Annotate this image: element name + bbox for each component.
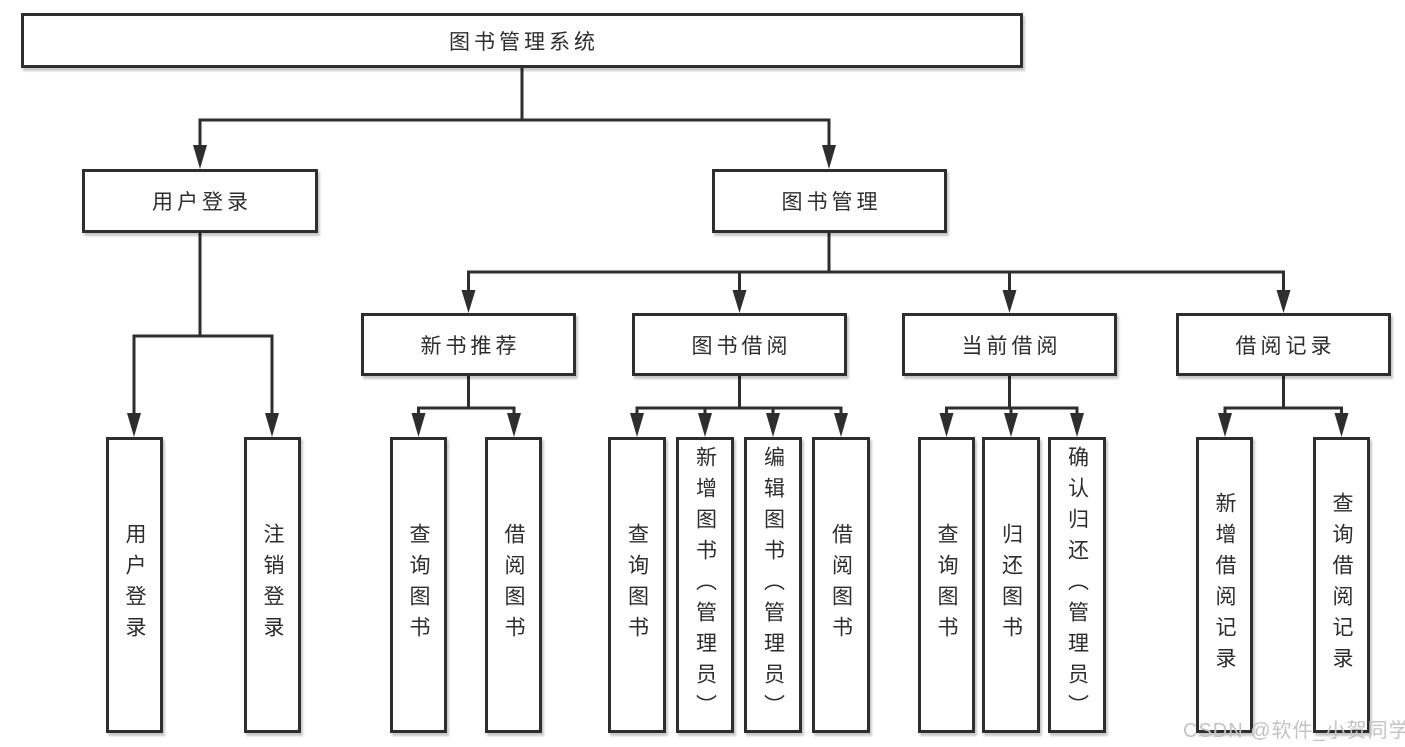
leaf-query-borrow-record: 查询借阅记录 xyxy=(1313,437,1370,733)
node-label: 新增图书（管理员） xyxy=(693,445,717,725)
node-label: 确认归还（管理员） xyxy=(1065,445,1089,725)
leaf-user-login: 用户登录 xyxy=(106,437,163,733)
node-label: 用户登录 xyxy=(152,191,252,214)
node-label: 新增借阅记录 xyxy=(1213,492,1236,678)
node-book-borrowing: 图书借阅 xyxy=(632,313,847,376)
node-label: 图书管理系统 xyxy=(449,30,599,54)
node-user-login: 用户登录 xyxy=(82,169,318,233)
node-label: 用户登录 xyxy=(123,523,146,647)
node-library-management-system: 图书管理系统 xyxy=(21,13,1023,68)
arrowheads xyxy=(127,145,1349,437)
node-label: 查询借阅记录 xyxy=(1330,492,1353,678)
node-label: 编辑图书（管理员） xyxy=(761,445,785,725)
node-label: 查询图书 xyxy=(625,523,649,647)
leaf-logout: 注销登录 xyxy=(244,437,301,733)
leaf-return-books: 归还图书 xyxy=(982,437,1040,733)
leaf-borrow-books: 借阅图书 xyxy=(812,437,870,733)
node-label: 新书推荐 xyxy=(420,334,521,358)
leaf-add-borrow-record: 新增借阅记录 xyxy=(1196,437,1253,733)
leaf-query-books: 查询图书 xyxy=(390,437,447,733)
leaf-add-books-admin: 新增图书（管理员） xyxy=(676,437,734,733)
leaf-borrow-books: 借阅图书 xyxy=(485,437,542,733)
node-label: 查询图书 xyxy=(407,523,430,647)
node-label: 借阅图书 xyxy=(502,523,525,647)
node-label: 借阅记录 xyxy=(1235,334,1336,358)
leaf-query-books: 查询图书 xyxy=(918,437,975,733)
node-label: 图书借阅 xyxy=(691,334,792,358)
node-current-borrowing: 当前借阅 xyxy=(902,313,1117,376)
node-borrowing-records: 借阅记录 xyxy=(1176,313,1391,376)
leaf-edit-books-admin: 编辑图书（管理员） xyxy=(744,437,802,733)
node-new-book-recommendation: 新书推荐 xyxy=(361,313,576,376)
node-label: 归还图书 xyxy=(999,523,1023,647)
node-book-management: 图书管理 xyxy=(712,169,947,233)
leaf-confirm-return-admin: 确认归还（管理员） xyxy=(1048,437,1106,733)
node-label: 查询图书 xyxy=(935,523,958,647)
leaf-query-books: 查询图书 xyxy=(608,437,666,733)
node-label: 借阅图书 xyxy=(829,523,853,647)
node-label: 当前借阅 xyxy=(961,334,1062,358)
node-label: 图书管理 xyxy=(781,191,882,214)
node-label: 注销登录 xyxy=(261,523,284,647)
csdn-watermark: CSDN @软件_小贺同学 xyxy=(1183,720,1405,742)
